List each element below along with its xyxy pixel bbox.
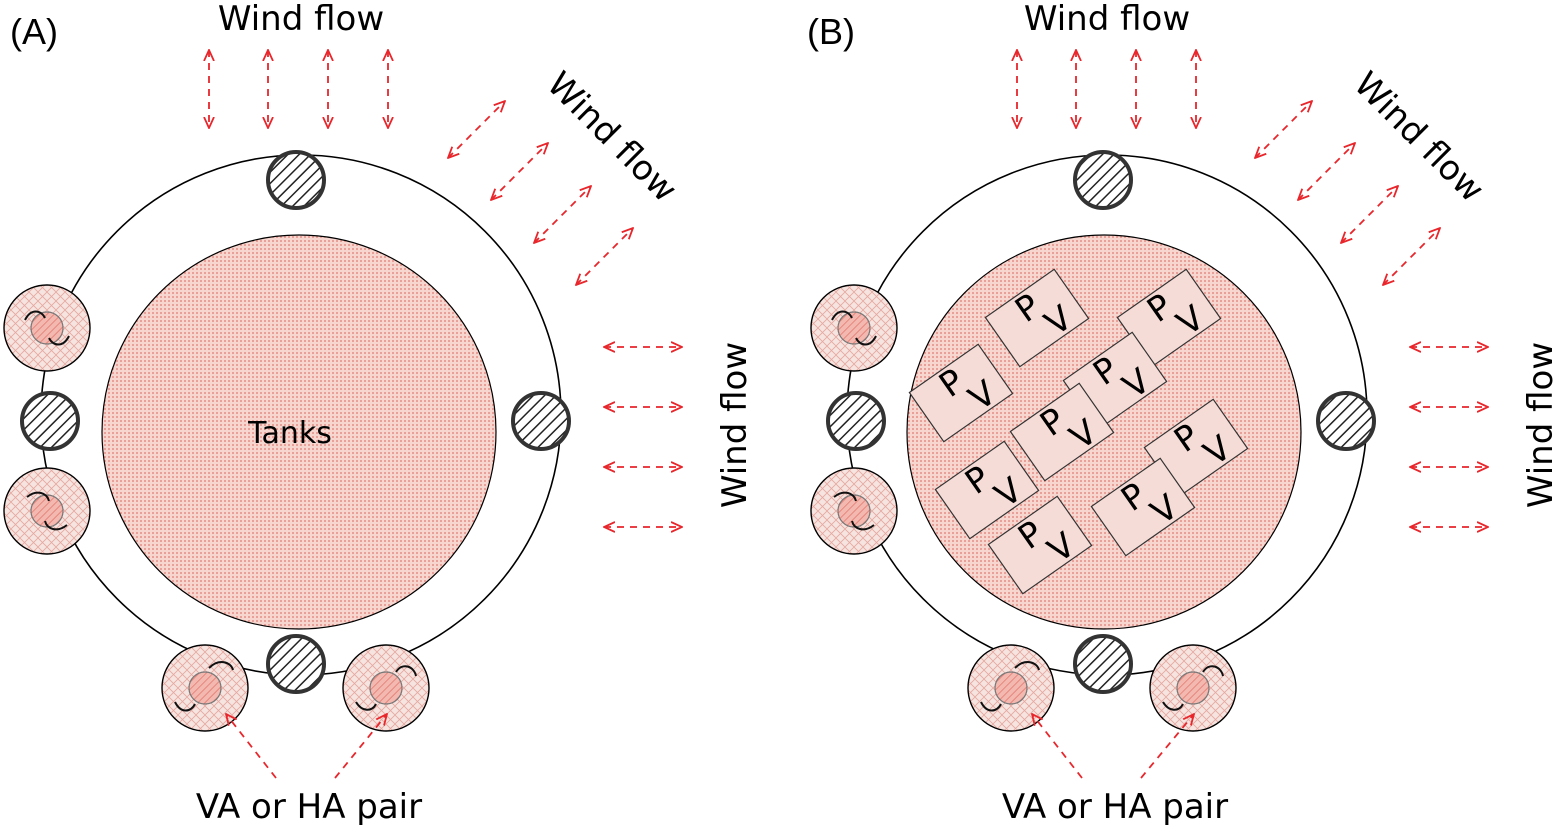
wind-flow-label-top-b: Wind flow: [1024, 0, 1190, 39]
tank-area-a: [101, 234, 497, 630]
turbine-pair-icon: [967, 644, 1055, 732]
pointer-arrows-b: [1032, 714, 1194, 779]
pillar-icon: [266, 150, 326, 210]
pillar-icon: [511, 391, 571, 451]
wind-arrows-top-a: [209, 50, 388, 128]
pv-module-grid: P V P V P V P V P V: [908, 268, 1249, 595]
tanks-label: Tanks: [247, 416, 332, 451]
panel-b-label: (B): [807, 11, 855, 52]
turbine-pair-icon: [3, 284, 91, 372]
wind-arrows-right-a: [604, 347, 682, 527]
wind-flow-label-top-a: Wind flow: [218, 0, 384, 39]
pv-module: P V: [1090, 457, 1196, 557]
pointer-arrows-a: [226, 714, 387, 779]
turbine-pair-icon: [161, 644, 249, 732]
pillar-icon: [266, 634, 326, 694]
pillar-icon: [1073, 150, 1133, 210]
turbine-pair-icon: [3, 467, 91, 555]
turbine-pair-icon: [810, 284, 898, 372]
wind-arrows-right-b: [1410, 347, 1488, 527]
wind-arrows-top-b: [1017, 50, 1196, 128]
pillar-icon: [20, 391, 80, 451]
pv-module: P V: [1116, 268, 1222, 368]
pillar-icon: [1073, 634, 1133, 694]
wind-arrows-diagonal-b: [1255, 101, 1440, 285]
pillar-icon: [1316, 391, 1376, 451]
pillar-icon: [826, 391, 886, 451]
turbine-pair-icon: [1149, 644, 1237, 732]
wind-flow-label-diagonal-b: Wind flow: [1346, 64, 1492, 210]
wind-flow-label-diagonal-a: Wind flow: [539, 64, 685, 210]
device-pair-label-a: VA or HA pair: [196, 787, 422, 827]
panel-b: (B) P V P V P V P V: [807, 0, 1559, 827]
turbine-pair-icon: [342, 644, 430, 732]
wind-flow-label-right-b: Wind flow: [1521, 342, 1559, 508]
panel-a-label: (A): [10, 11, 58, 52]
pv-module: P V: [934, 440, 1040, 540]
panel-a: (A) Tanks: [3, 0, 755, 827]
pv-module: P V: [984, 268, 1090, 368]
device-pair-label-b: VA or HA pair: [1002, 787, 1228, 827]
wind-arrows-diagonal-a: [448, 101, 633, 285]
turbine-pair-icon: [810, 467, 898, 555]
wind-flow-label-right-a: Wind flow: [715, 342, 755, 508]
pv-module: P V: [1009, 382, 1115, 482]
